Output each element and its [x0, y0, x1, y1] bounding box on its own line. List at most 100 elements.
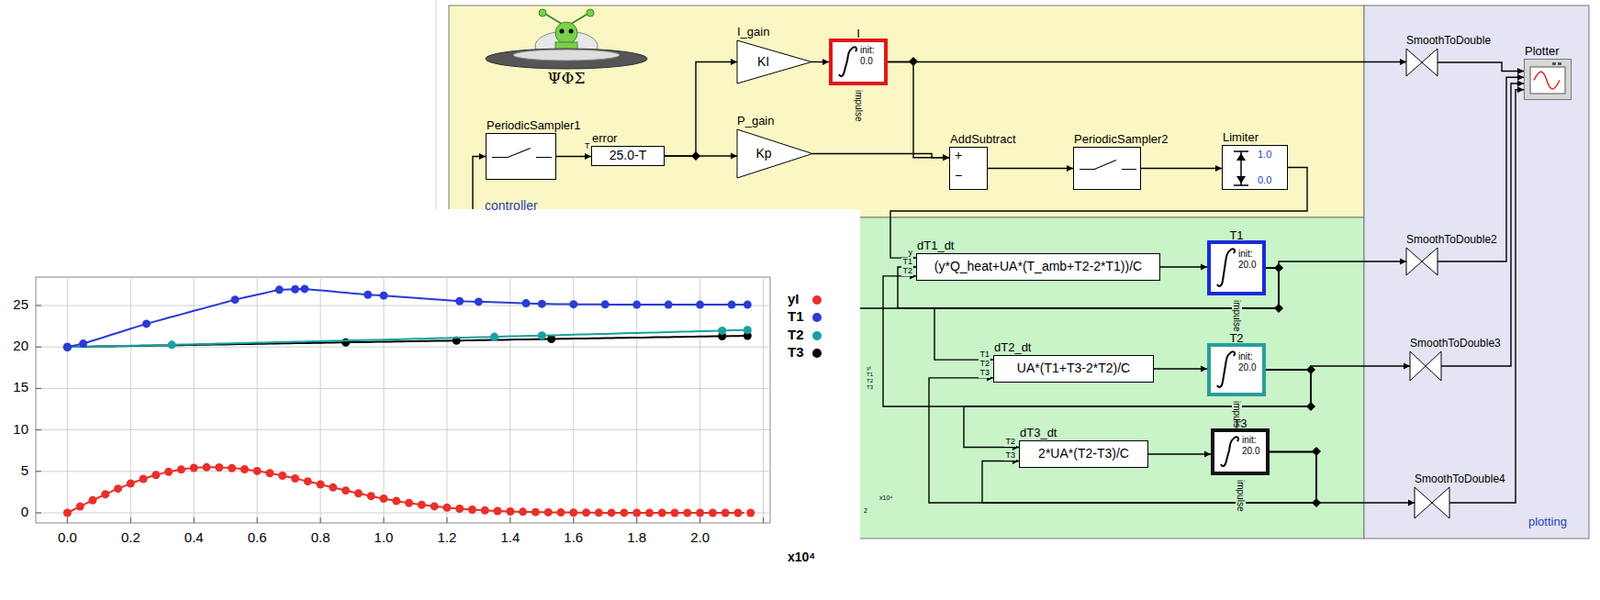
- actor-box: dT2_dtUA*(T1+T3-2*T2)/C: [993, 355, 1154, 383]
- actor-parameter: −: [954, 168, 963, 183]
- plot-frame: [35, 277, 771, 524]
- grid-line: [35, 470, 771, 472]
- wire: [811, 61, 829, 63]
- actor-parameter: init:: [1241, 435, 1257, 446]
- axis-multiplier: x10⁴: [787, 550, 816, 565]
- actor-parameter: 20.0: [1241, 446, 1260, 457]
- data-point: [733, 508, 742, 517]
- data-point: [717, 326, 727, 336]
- connector: [811, 58, 829, 66]
- arrowhead: [730, 153, 738, 160]
- junction: [908, 56, 918, 67]
- legend-text: T3: [787, 345, 805, 361]
- data-point: [88, 496, 97, 505]
- legend-text: yI: [787, 291, 800, 308]
- data-point: [417, 501, 426, 510]
- grid-line: [446, 277, 448, 524]
- tick: [572, 517, 574, 524]
- arrowhead: [584, 153, 592, 160]
- bow-icon: [1409, 351, 1442, 381]
- data-point: [569, 508, 578, 517]
- connector: [887, 62, 950, 162]
- port-name: impulse: [853, 89, 864, 123]
- data-point: [391, 497, 401, 506]
- data-point: [493, 506, 503, 515]
- wire: [1148, 453, 1211, 455]
- actor-name: T3: [1232, 417, 1247, 431]
- data-point: [164, 468, 173, 477]
- grid-line: [193, 277, 195, 524]
- converter-block: SmoothToDouble: [1406, 48, 1438, 77]
- data-point: [240, 465, 249, 474]
- arrowhead: [1408, 500, 1415, 507]
- wire: [1160, 266, 1208, 268]
- data-point: [63, 343, 72, 352]
- wire: [1437, 62, 1524, 72]
- data-point: [632, 508, 641, 517]
- grid-line: [762, 277, 764, 524]
- actor-box: AddSubtract+−: [949, 146, 988, 191]
- data-point: [531, 508, 540, 517]
- actor-parameter: init:: [860, 44, 875, 56]
- data-point: [601, 300, 610, 309]
- data-point: [151, 470, 160, 480]
- connector: [1141, 165, 1222, 172]
- mini-legend: T3: [866, 384, 873, 392]
- data-point: [126, 480, 135, 489]
- port-name: T1: [901, 257, 914, 268]
- axis-tick: 5: [21, 463, 29, 480]
- port-name: y: [907, 248, 915, 258]
- wire: [1441, 83, 1524, 367]
- port-name: T3: [978, 369, 991, 379]
- data-point: [167, 340, 177, 349]
- wire: [1265, 366, 1410, 370]
- wire: [883, 276, 1311, 407]
- connector: [664, 58, 738, 157]
- arrowhead: [909, 272, 917, 280]
- data-point: [468, 505, 477, 515]
- tick: [446, 517, 448, 524]
- wire: [887, 61, 1407, 63]
- data-point: [78, 339, 88, 348]
- arrowhead: [1403, 363, 1410, 370]
- integrator-block: Iinit:0.0: [828, 38, 888, 86]
- actor-box: dT3_dt2*UA*(T2-T3)/C: [1018, 440, 1149, 469]
- actor-parameter: +: [954, 148, 963, 163]
- wire: [556, 156, 592, 157]
- data-point: [664, 301, 673, 310]
- grid-line: [572, 277, 574, 524]
- wire: [987, 167, 1074, 169]
- data-point: [190, 464, 199, 473]
- data-point: [303, 477, 313, 486]
- data-point: [290, 474, 300, 483]
- plot-chart: [0, 209, 861, 600]
- actor-parameter: 20.0: [1238, 259, 1256, 270]
- arrowhead: [986, 357, 994, 364]
- data-point: [214, 463, 224, 472]
- data-point: [290, 285, 300, 294]
- tick: [35, 513, 42, 515]
- grid-line: [509, 277, 511, 524]
- actor-box: PeriodicSampler2: [1073, 146, 1142, 191]
- tick: [130, 517, 132, 524]
- tick: [320, 517, 322, 524]
- arrowhead: [942, 154, 950, 161]
- grid-line: [35, 346, 771, 348]
- grid-line: [67, 277, 68, 524]
- bow-icon: [1406, 48, 1438, 77]
- tick: [35, 470, 42, 472]
- arrowhead: [942, 154, 950, 161]
- bow-icon: [1406, 247, 1438, 276]
- converter-block: SmoothToDouble4: [1414, 487, 1450, 519]
- actor-name: dT2_dt: [994, 341, 1031, 355]
- data-point: [316, 481, 325, 490]
- grid-line: [636, 277, 638, 524]
- data-point: [404, 499, 414, 508]
- wire: [1449, 89, 1524, 504]
- actor-name: PeriodicSampler2: [1074, 133, 1169, 146]
- axis-tick: 0: [21, 504, 29, 521]
- tick: [699, 517, 701, 524]
- axis-tick: 1.2: [436, 530, 457, 547]
- actor-expression: 25.0-T: [609, 148, 647, 163]
- data-point: [632, 301, 641, 310]
